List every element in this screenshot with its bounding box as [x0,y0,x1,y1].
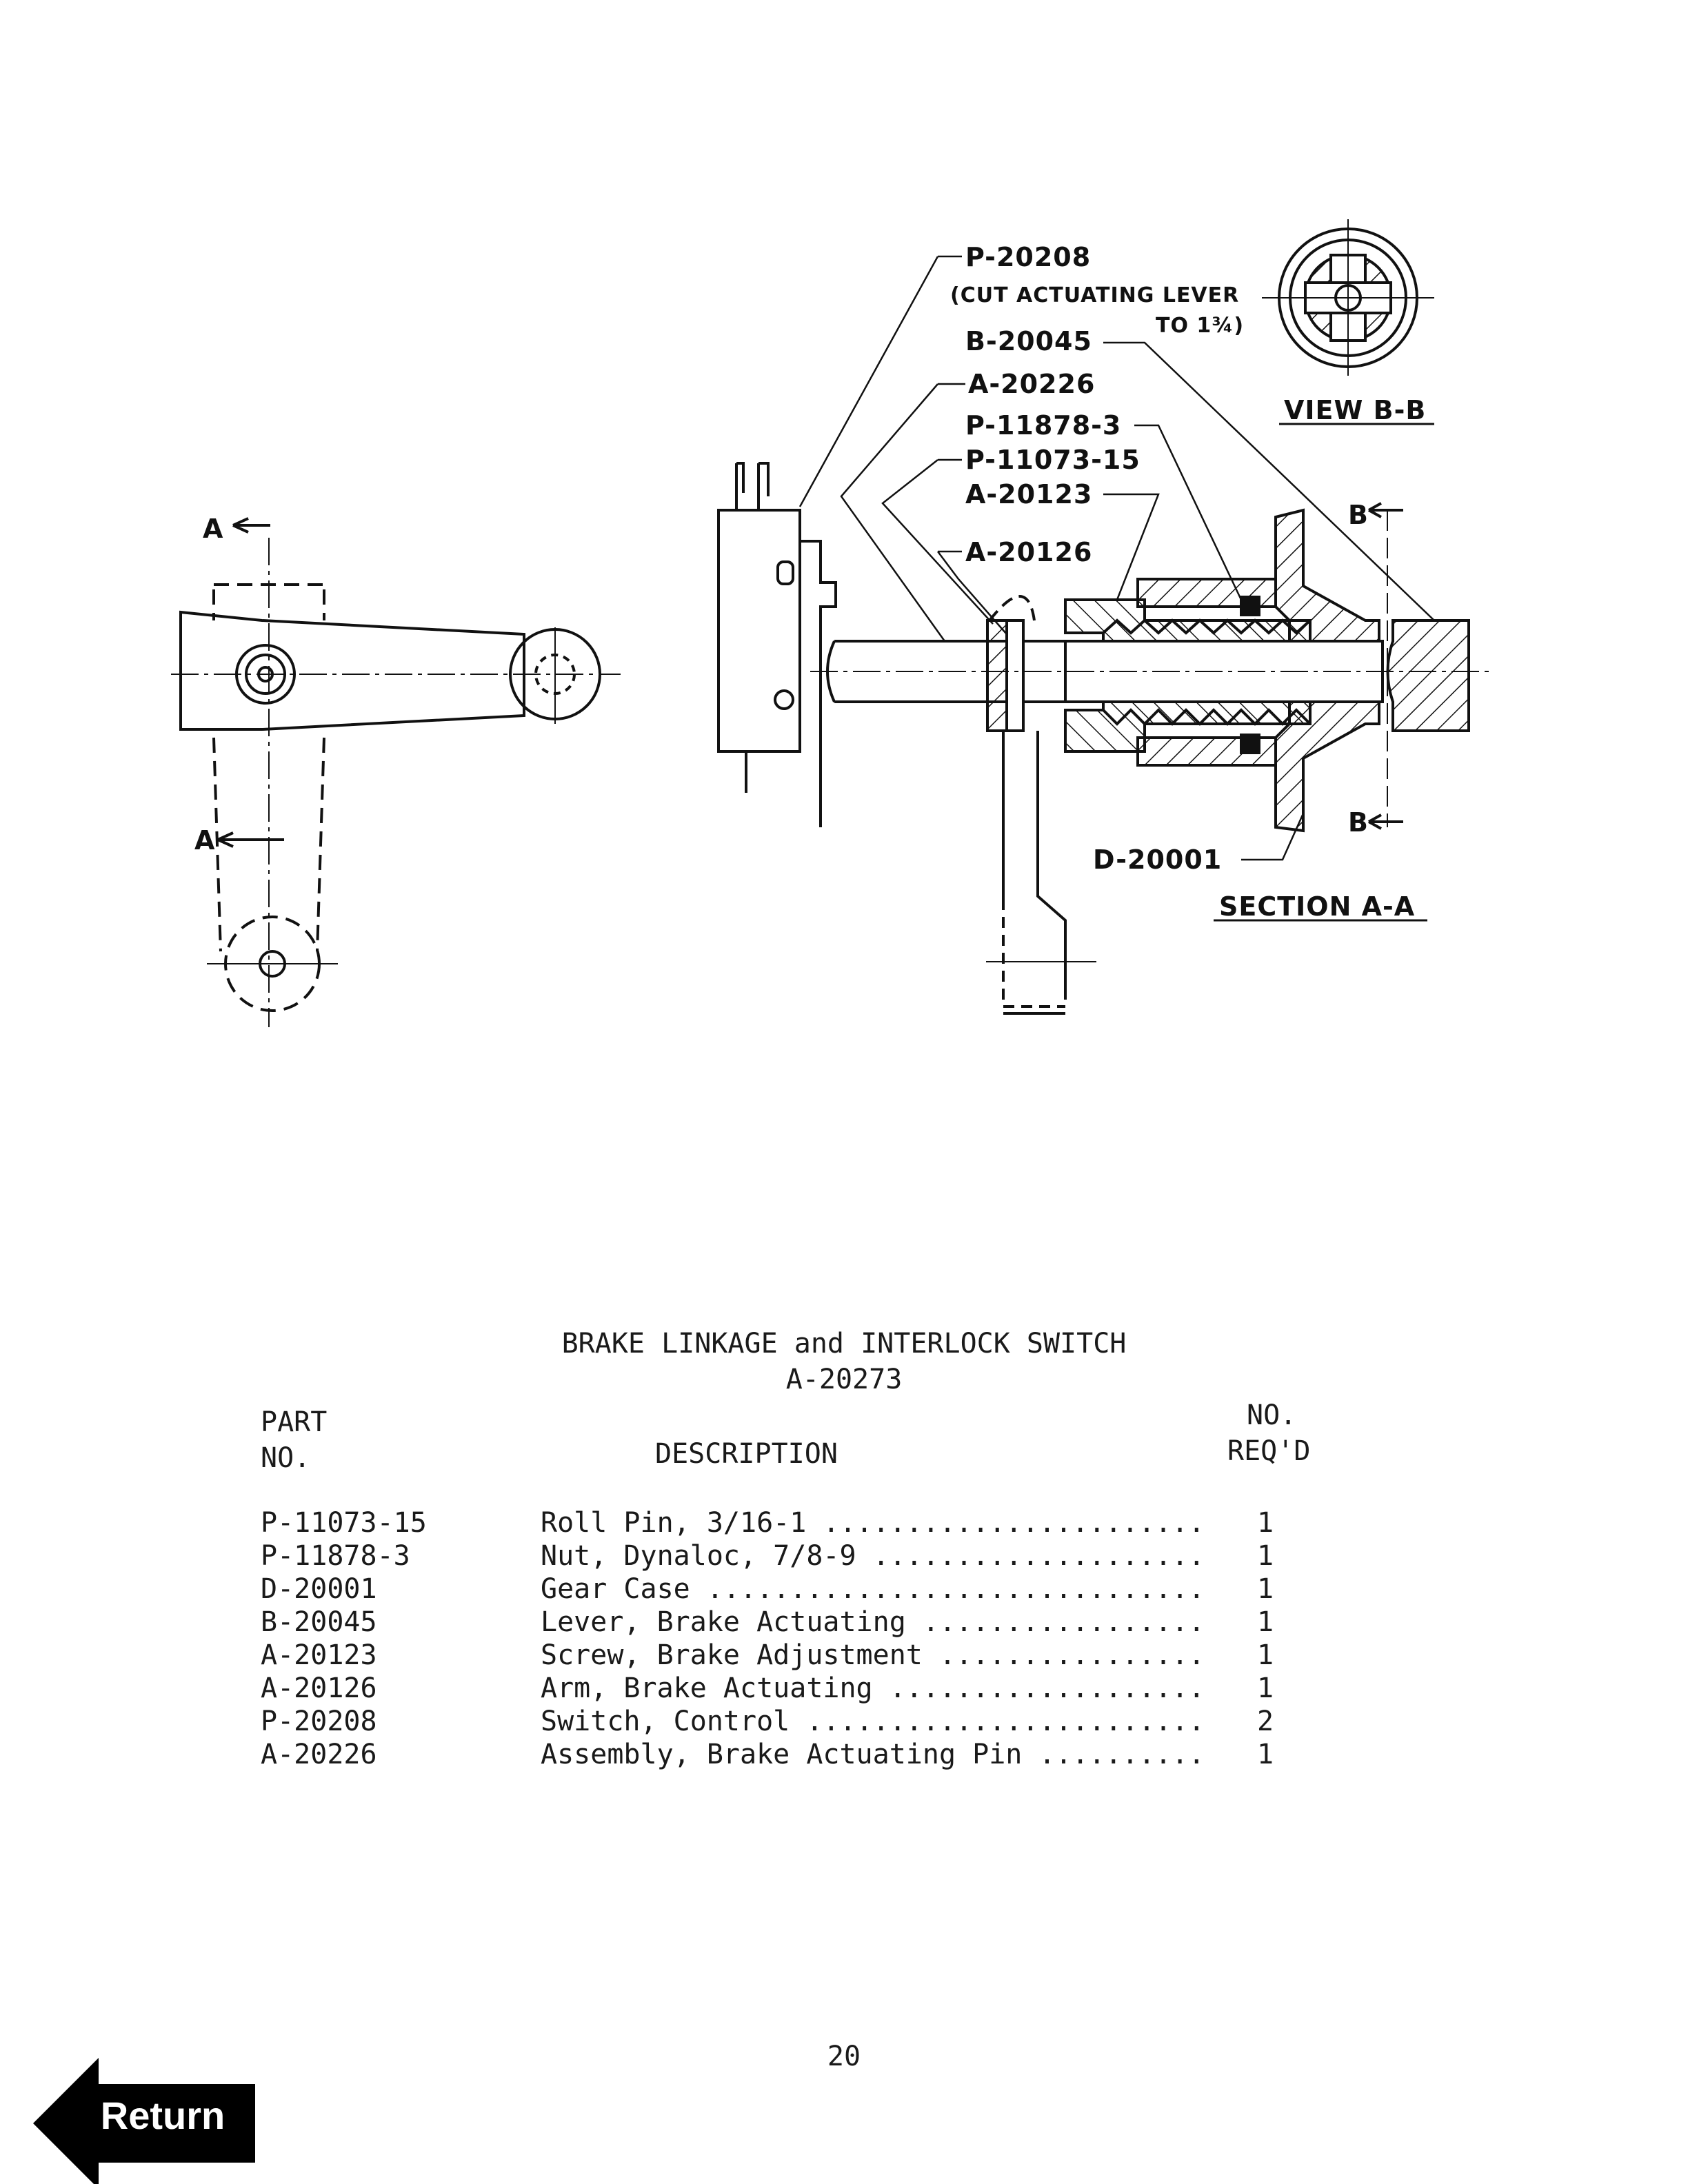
view-bb-label: VIEW B-B [1284,395,1426,425]
description-with-leader: Nut, Dynaloc, 7/8-9 ....................… [541,1540,1203,1572]
col-header-part-1: PART [261,1406,328,1438]
table-row: P-11878-3 Nut, Dynaloc, 7/8-9 ...........… [0,1540,1688,1573]
section-mark-b-bottom: B [1348,807,1369,838]
part-description: Switch, Control [541,1706,790,1737]
leader-lines [798,255,1435,861]
callout-p11878: P-11878-3 [965,410,1121,441]
description-with-leader: Screw, Brake Adjustment ................… [541,1639,1203,1671]
section-mark-b-top: B [1348,500,1369,530]
description-with-leader: Switch, Control ........................… [541,1706,1203,1737]
part-description: Arm, Brake Actuating [541,1672,873,1704]
part-description: Screw, Brake Adjustment [541,1639,923,1671]
part-description: Roll Pin, 3/16-1 [541,1507,807,1539]
lever-front-view [171,517,621,1027]
table-row: A-20123 Screw, Brake Adjustment .........… [0,1639,1688,1672]
table-row: P-20208 Switch, Control .................… [0,1706,1688,1739]
part-number: A-20123 [261,1639,377,1671]
part-number: D-20001 [261,1573,377,1605]
dot-leader: ........................................… [823,1507,1203,1539]
callout-a20226: A-20226 [968,369,1095,399]
table-row: B-20045 Lever, Brake Actuating ..........… [0,1606,1688,1639]
table-row: P-11073-15 Roll Pin, 3/16-1 .............… [0,1507,1688,1540]
col-header-description: DESCRIPTION [655,1438,838,1470]
part-number: A-20126 [261,1672,377,1704]
table-row: D-20001 Gear Case .......................… [0,1573,1688,1606]
assembly-number: A-20273 [785,1364,903,1395]
callout-p20208-note-2: TO 1¾) [1156,314,1244,338]
control-switch [717,462,837,827]
callout-a20123: A-20123 [965,479,1092,509]
part-number: P-11878-3 [261,1540,410,1572]
dot-leader: ........................................… [938,1639,1203,1671]
part-description: Lever, Brake Actuating [541,1606,906,1638]
callout-b20045: B-20045 [965,326,1092,356]
table-row: A-20226 Assembly, Brake Actuating Pin ...… [0,1739,1688,1772]
brake-linkage-drawing: P-20208 (CUT ACTUATING LEVER TO 1¾) B-20… [171,219,1489,1027]
part-number: B-20045 [261,1606,377,1638]
part-description: Gear Case [541,1573,690,1605]
description-with-leader: Arm, Brake Actuating ...................… [541,1672,1203,1704]
quantity: 1 [1257,1507,1274,1539]
section-aa-label: SECTION A-A [1219,891,1415,922]
quantity: 1 [1257,1672,1274,1704]
dot-leader: ........................................… [1038,1739,1203,1770]
dot-leader: ........................................… [889,1672,1203,1704]
callout-p11073: P-11073-15 [965,445,1141,475]
part-description: Assembly, Brake Actuating Pin [541,1739,1023,1770]
parts-list-title: BRAKE LINKAGE and INTERLOCK SWITCH [561,1328,1127,1359]
description-with-leader: Roll Pin, 3/16-1 .......................… [541,1507,1203,1539]
quantity: 1 [1257,1639,1274,1671]
dot-leader: ........................................… [706,1573,1203,1605]
section-mark-a-top: A [203,514,223,544]
dot-leader: ........................................… [872,1540,1203,1572]
brake-actuating-pin-section [810,502,1489,1015]
callout-p20208: P-20208 [965,242,1091,272]
dot-leader: ........................................… [922,1606,1203,1638]
part-number: P-20208 [261,1706,377,1737]
callout-d20001: D-20001 [1093,845,1222,875]
description-with-leader: Gear Case ..............................… [541,1573,1203,1605]
section-mark-a-bottom: A [194,825,215,856]
view-bb [1262,219,1434,376]
quantity: 1 [1257,1606,1274,1638]
description-with-leader: Assembly, Brake Actuating Pin ..........… [541,1739,1203,1770]
callout-p20208-note-1: (CUT ACTUATING LEVER [950,283,1239,307]
quantity: 1 [1257,1573,1274,1605]
part-number: A-20226 [261,1739,377,1770]
col-header-qty-1: NO. [1247,1399,1297,1431]
quantity: 1 [1257,1739,1274,1770]
description-with-leader: Lever, Brake Actuating .................… [541,1606,1203,1638]
dot-leader: ........................................… [806,1706,1203,1737]
return-button[interactable] [33,2058,261,2184]
callout-a20126: A-20126 [965,537,1092,567]
quantity: 1 [1257,1540,1274,1572]
part-number: P-11073-15 [261,1507,427,1539]
table-row: A-20126 Arm, Brake Actuating ............… [0,1672,1688,1706]
col-header-part-2: NO. [261,1442,311,1474]
part-description: Nut, Dynaloc, 7/8-9 [541,1540,856,1572]
quantity: 2 [1257,1706,1274,1737]
page-number: 20 [827,2041,861,2072]
col-header-qty-2: REQ'D [1227,1435,1311,1467]
